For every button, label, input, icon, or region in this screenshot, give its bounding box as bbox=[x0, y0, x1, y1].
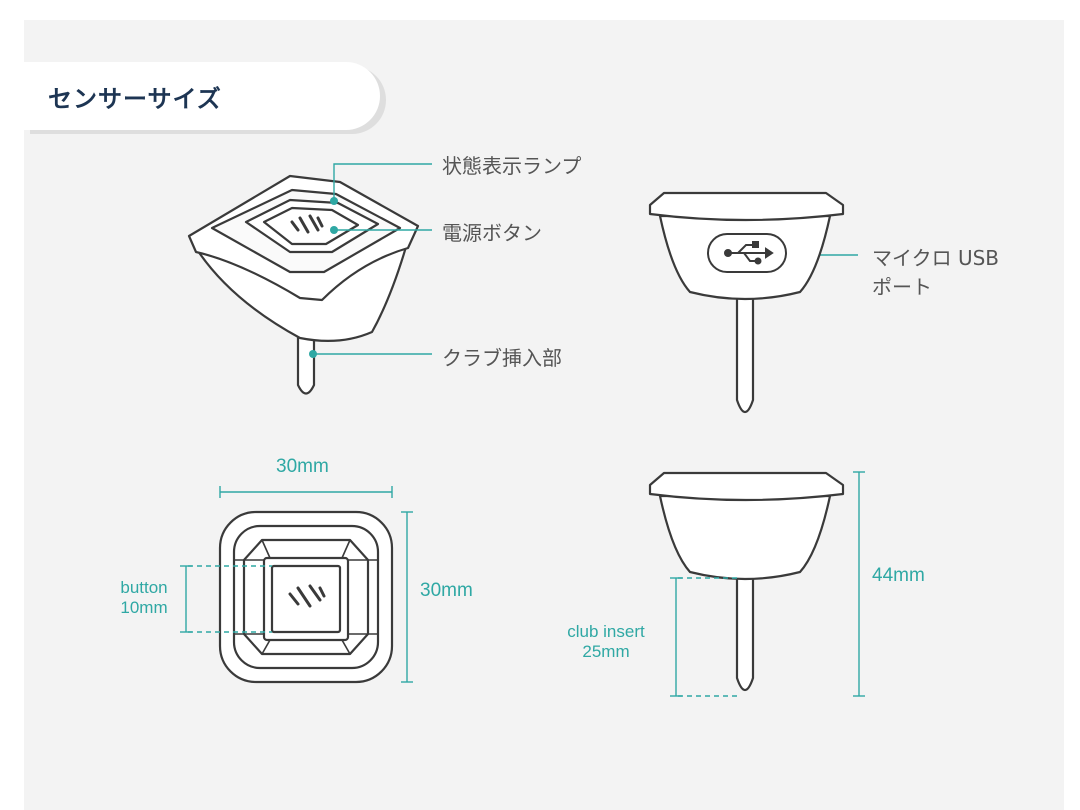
club-insert-part-label: クラブ挿入部 bbox=[442, 346, 562, 370]
club-insert-length-label: 25mm bbox=[582, 642, 630, 661]
button-label: button bbox=[120, 578, 168, 597]
sensor-side-usb-illustration bbox=[648, 191, 845, 414]
width-dimension-label: 30mm bbox=[276, 456, 329, 477]
sensor-side-dimension-view bbox=[648, 471, 845, 692]
logo-icon bbox=[290, 214, 324, 234]
sensor-top-view bbox=[218, 510, 394, 684]
total-height-dimension-label: 44mm bbox=[872, 565, 925, 586]
status-lamp-leader-line bbox=[333, 163, 432, 200]
status-lamp-label: 状態表示ランプ bbox=[442, 154, 582, 178]
sensor-tip-dimension bbox=[735, 576, 755, 692]
club-insert-dimension-label: club insert 25mm bbox=[556, 622, 656, 662]
height-dimension-label: 30mm bbox=[420, 580, 473, 601]
power-button-label: 電源ボタン bbox=[442, 221, 542, 245]
sensor-cap-side bbox=[648, 191, 845, 222]
page-title: センサーサイズ bbox=[48, 85, 222, 113]
usb-icon bbox=[724, 241, 774, 265]
logo-icon-top bbox=[288, 584, 326, 608]
club-insert-label: club insert bbox=[567, 622, 645, 641]
power-button-perspective bbox=[262, 206, 360, 246]
sensor-tip-perspective bbox=[296, 333, 316, 395]
button-size-label: 10mm bbox=[120, 598, 168, 617]
header-tab bbox=[24, 62, 380, 130]
sensor-perspective-illustration bbox=[187, 174, 420, 395]
micro-usb-label-line1: マイクロ USB bbox=[872, 246, 1000, 270]
button-dimension-label: button 10mm bbox=[108, 578, 180, 618]
micro-usb-label-line2: ポート bbox=[872, 275, 932, 299]
sensor-tip-side bbox=[735, 296, 755, 414]
diagram-panel bbox=[24, 20, 1064, 810]
